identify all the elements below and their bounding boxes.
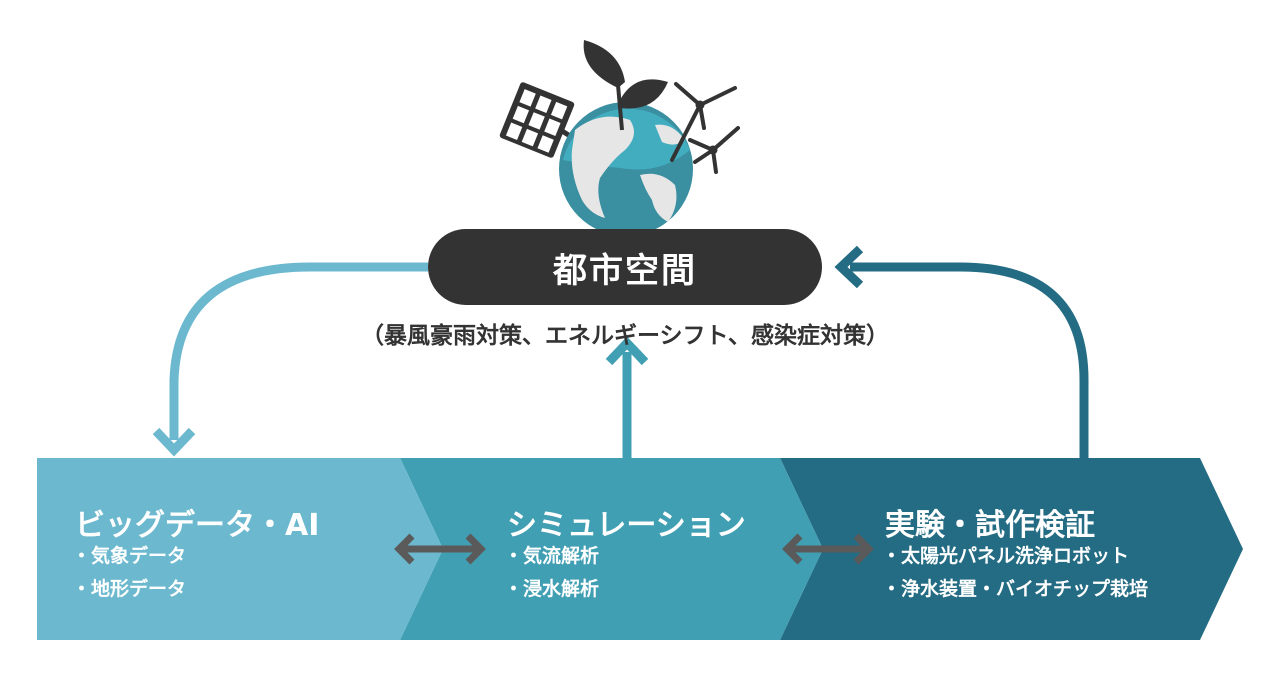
stage-block-light — [37, 458, 443, 640]
double-arrow-right — [782, 533, 874, 565]
stage-item: ・気象データ — [72, 545, 187, 567]
stage-item: ・浸水解析 — [504, 578, 600, 600]
stage-block-dark — [780, 458, 1243, 640]
urban-space-subtitle: （暴風豪雨対策、エネルギーシフト、感染症対策） — [360, 323, 890, 349]
double-arrow-left — [394, 533, 486, 565]
right-arrowhead — [834, 245, 864, 289]
stage-item: ・地形データ — [72, 578, 187, 600]
wind-turbine-icon — [670, 82, 740, 174]
urban-space-title: 都市空間 — [428, 229, 822, 305]
left-curve-arrow — [169, 262, 428, 440]
stage-title-experiment: 実験・試作検証 — [885, 508, 1095, 543]
stage-item: ・浄水装置・バイオチップ栽培 — [882, 578, 1149, 600]
right-curve-arrow — [850, 262, 1089, 458]
globe-icon — [559, 102, 693, 236]
stage-title-bigdata: ビッグデータ・AI — [75, 508, 320, 543]
left-arrowhead — [152, 427, 196, 457]
stage-title-simulation: シミュレーション — [507, 508, 746, 543]
stage-list-bigdata: ・気象データ ・地形データ — [72, 540, 186, 606]
center-arrowhead — [605, 336, 649, 366]
stage-block-mid — [400, 458, 823, 640]
leaf-icon — [583, 40, 668, 131]
stage-list-simulation: ・気流解析 ・浸水解析 — [504, 540, 599, 606]
stage-list-experiment: ・太陽光パネル洗浄ロボット ・浄水装置・バイオチップ栽培 — [882, 540, 1148, 606]
stage-item: ・太陽光パネル洗浄ロボット — [882, 545, 1130, 567]
stage-item: ・気流解析 — [504, 545, 600, 567]
